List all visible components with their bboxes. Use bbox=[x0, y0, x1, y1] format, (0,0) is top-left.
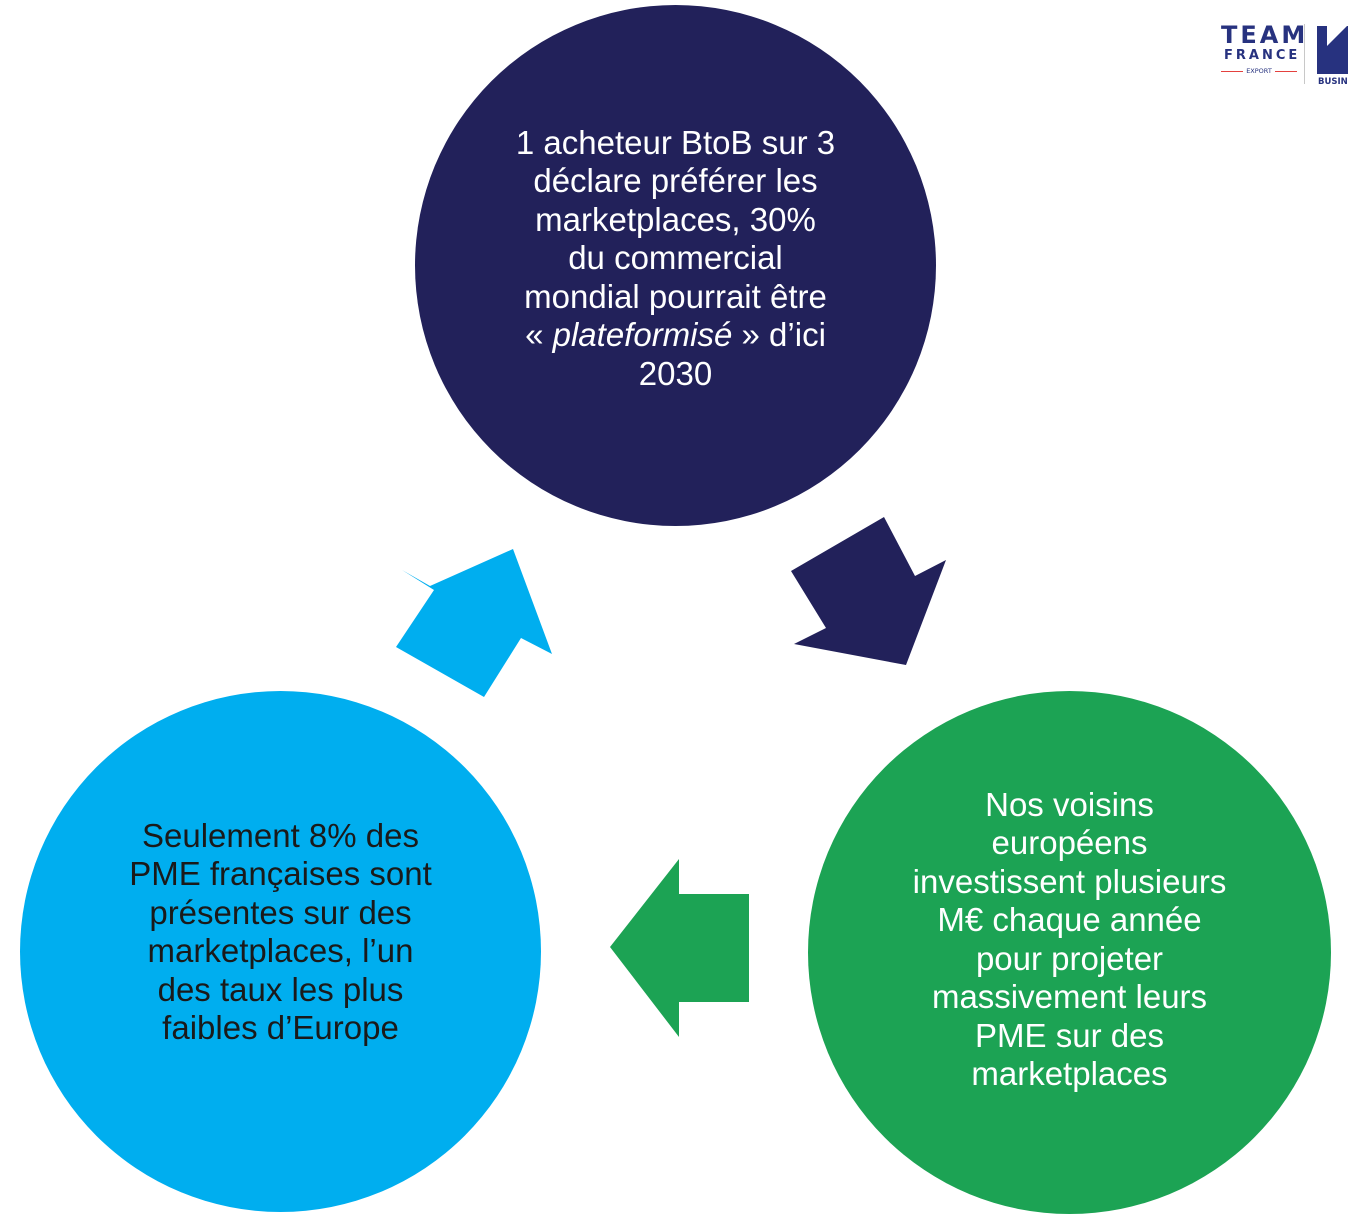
left-line: PME françaises sont bbox=[129, 855, 432, 892]
quote-open: « bbox=[525, 316, 553, 354]
right-line: pour projeter bbox=[975, 939, 1164, 977]
italic-term: plateformisé bbox=[552, 316, 733, 354]
left-circle: Seulement 8% des PME françaises sont pré… bbox=[20, 691, 541, 1212]
right-line: Nos voisins bbox=[985, 785, 1154, 823]
arrow-up-right-icon bbox=[396, 549, 552, 697]
top-line: du commercial bbox=[568, 239, 783, 277]
right-line: européens bbox=[991, 824, 1148, 861]
top-line: déclare préférer les bbox=[533, 162, 818, 200]
top-line: marketplaces, 30% bbox=[535, 200, 816, 238]
arrow-left-icon bbox=[610, 859, 749, 1037]
left-line: présentes sur des bbox=[149, 893, 412, 931]
right-line: PME sur des bbox=[975, 1016, 1164, 1054]
team-france-export-logo: TEAM FRANCE EXPORT BUSINESS bbox=[1215, 22, 1348, 90]
top-line: 2030 bbox=[638, 354, 713, 392]
logo-business-text: BUSINESS bbox=[1318, 77, 1348, 87]
top-line: mondial pourrait être bbox=[524, 277, 827, 315]
left-line: Seulement 8% des bbox=[141, 816, 419, 854]
right-line: massivement leurs bbox=[931, 978, 1208, 1015]
logo-line-right bbox=[1274, 70, 1297, 72]
left-line: des taux les plus bbox=[157, 970, 404, 1008]
right-line: M€ chaque année bbox=[937, 901, 1202, 938]
right-circle-text: Nos voisins européens investissent plusi… bbox=[890, 786, 1250, 1094]
right-line: marketplaces bbox=[971, 1055, 1168, 1092]
right-circle: Nos voisins européens investissent plusi… bbox=[808, 691, 1331, 1214]
right-line: investissent plusieurs bbox=[912, 862, 1227, 900]
business-france-mark-icon bbox=[1317, 26, 1348, 74]
arrow-down-right-icon bbox=[791, 517, 946, 665]
logo-france-text: FRANCE bbox=[1224, 48, 1301, 63]
top-line: 1 acheteur BtoB sur 3 bbox=[515, 123, 836, 161]
logo-separator bbox=[1304, 24, 1305, 84]
logo-line-left bbox=[1221, 70, 1244, 72]
left-circle-text: Seulement 8% des PME françaises sont pré… bbox=[96, 817, 466, 1048]
top-circle: 1 acheteur BtoB sur 3 déclare préférer l… bbox=[415, 5, 936, 526]
left-line: marketplaces, l’un bbox=[147, 932, 414, 969]
logo-team-text: TEAM bbox=[1221, 22, 1309, 49]
logo-export-text: EXPORT bbox=[1246, 67, 1272, 75]
logo-export-row: EXPORT bbox=[1221, 66, 1297, 76]
top-circle-text: 1 acheteur BtoB sur 3 déclare préférer l… bbox=[488, 124, 863, 394]
quote-close: » d’ici bbox=[732, 316, 826, 354]
left-line: faibles d’Europe bbox=[162, 1009, 399, 1046]
